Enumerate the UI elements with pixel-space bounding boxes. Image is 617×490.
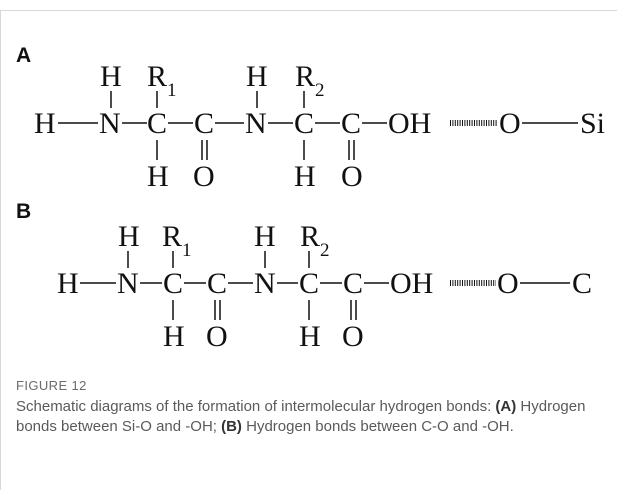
figure-label: FIGURE 12 (16, 378, 87, 393)
atom-r: R (162, 220, 182, 253)
caption-text: Schematic diagrams of the formation of i… (16, 397, 606, 437)
figure-caption: FIGURE 12 Schematic diagrams of the form… (16, 378, 606, 437)
atom-h: H (246, 60, 268, 93)
atom-h: H (57, 267, 79, 300)
atom-c: C (299, 267, 319, 300)
subscript: 2 (320, 240, 330, 261)
atom-h: H (294, 160, 316, 193)
atom-h: H (299, 320, 321, 353)
subscript: 1 (167, 80, 177, 101)
atom-n: N (117, 267, 139, 300)
panel-a-structure: H R 1 H R 2 H N C C N C C OH O Si (34, 60, 605, 193)
atom-r: R (147, 60, 167, 93)
atom-oh: OH (388, 107, 431, 140)
atom-n: N (254, 267, 276, 300)
atom-h: H (163, 320, 185, 353)
atom-h: H (147, 160, 169, 193)
atom-h: H (34, 107, 56, 140)
atom-oh: OH (390, 267, 433, 300)
atom-h: H (254, 220, 276, 253)
atom-r: R (295, 60, 315, 93)
atom-o: O (193, 160, 215, 193)
atom-o: O (342, 320, 364, 353)
caption-text-part: Hydrogen bonds between Si-O and -OH; (16, 398, 586, 435)
atom-c: C (343, 267, 363, 300)
atom-c: C (572, 267, 592, 300)
panel-a-label: A (16, 44, 32, 67)
panel-b-structure: H R 1 H R 2 H N C C N C C OH O C (57, 220, 592, 353)
subscript: 2 (315, 80, 325, 101)
caption-ref-b: (B) (221, 418, 242, 435)
atom-o: O (341, 160, 363, 193)
panel-b-label: B (16, 200, 32, 223)
atom-c: C (207, 267, 227, 300)
caption-text-part: Schematic diagrams of the formation of i… (16, 398, 496, 415)
atom-o: O (206, 320, 228, 353)
subscript: 1 (182, 240, 192, 261)
atom-n: N (245, 107, 267, 140)
caption-text-part: Hydrogen bonds between C-O and -OH. (241, 418, 514, 435)
caption-ref-a: (A) (495, 398, 517, 415)
atom-c: C (194, 107, 214, 140)
atom-c: C (147, 107, 167, 140)
atom-r: R (300, 220, 320, 253)
atom-n: N (99, 107, 121, 140)
atom-si: Si (580, 107, 605, 140)
atom-c: C (294, 107, 314, 140)
atom-c: C (163, 267, 183, 300)
atom-c: C (341, 107, 361, 140)
atom-o: O (499, 107, 521, 140)
atom-o: O (497, 267, 519, 300)
left-divider (0, 10, 1, 490)
atom-h: H (118, 220, 140, 253)
atom-h: H (100, 60, 122, 93)
top-divider (0, 10, 617, 11)
